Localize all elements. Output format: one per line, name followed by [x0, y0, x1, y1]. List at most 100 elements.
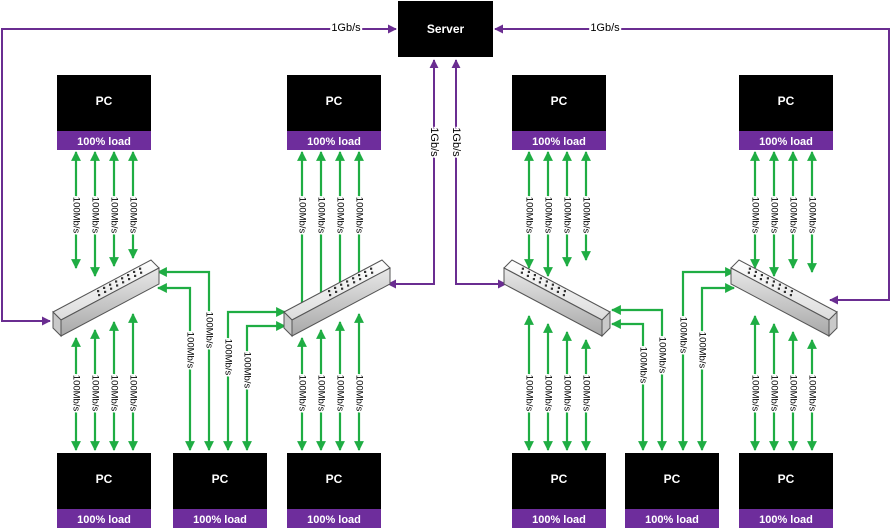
load-bar [173, 509, 267, 528]
pc-link-label: 100Mb/s [542, 197, 553, 234]
network-switch [503, 259, 611, 338]
switch-port [365, 274, 368, 277]
pc-link-label: 100Mb/s [580, 375, 591, 412]
switch-port [104, 290, 107, 293]
pc-link [242, 321, 286, 451]
pc-label: PC [664, 472, 681, 486]
switch-port [532, 278, 535, 281]
switch-port [352, 277, 355, 280]
pc-link-label: 100Mb/s [787, 197, 798, 234]
switch-port [346, 280, 349, 283]
pc-label: PC [212, 472, 229, 486]
pc-link-label: 100Mb/s [127, 375, 138, 412]
pc-link [157, 283, 195, 451]
switch-port [790, 290, 793, 293]
switch-port [340, 283, 343, 286]
pc-box [739, 75, 833, 131]
switch-port [329, 294, 332, 297]
switch-port [784, 286, 787, 289]
server-box [398, 1, 493, 57]
load-label: 100% load [532, 136, 586, 148]
load-bar [739, 509, 833, 528]
pc-box [739, 453, 833, 509]
pc-box [512, 75, 606, 131]
uplink [1, 24, 397, 326]
switch-port [520, 271, 523, 274]
switch-port [115, 280, 118, 283]
pc-label: PC [326, 94, 343, 108]
switch-port [335, 290, 338, 293]
switch-port [771, 284, 774, 287]
link-labels: 100Mb/s 100Mb/s 100Mb/s 100Mb/s 100Mb/s 100Mb… [69, 20, 819, 413]
pc-link-label: 100Mb/s [127, 197, 138, 234]
pc-link [678, 267, 735, 451]
switch-port [109, 283, 112, 286]
pc-link-label: 100Mb/s [561, 375, 572, 412]
switch-port [557, 286, 560, 289]
pc-link-label: 100Mb/s [315, 197, 326, 234]
load-bar [57, 131, 151, 150]
pc-link-label: 100Mb/s [749, 375, 760, 412]
pc-link [611, 305, 667, 451]
switch-port [347, 284, 350, 287]
switch-port [747, 271, 750, 274]
pc-link-label: 100Mb/s [353, 375, 364, 412]
network-switch [730, 259, 838, 338]
switch-port [341, 287, 344, 290]
pc-link-label: 100Mb/s [806, 375, 817, 412]
pc-link-label: 100Mb/s [89, 375, 100, 412]
pc-link-label: 100Mb/s [561, 197, 572, 234]
load-bar [287, 131, 381, 150]
pc-link-label: 100Mb/s [768, 375, 779, 412]
switch-port [134, 274, 137, 277]
pc-node: PC 100% load [173, 453, 267, 528]
switch-port [772, 280, 775, 283]
switch-port [754, 270, 757, 273]
switch-port [562, 294, 565, 297]
pc-label: PC [96, 472, 113, 486]
switch-port [526, 274, 529, 277]
pc-label: PC [96, 94, 113, 108]
load-bar [287, 509, 381, 528]
load-label: 100% load [532, 514, 586, 526]
switch-port [364, 270, 367, 273]
pc-link-label: 100Mb/s [315, 375, 326, 412]
load-label: 100% load [307, 514, 361, 526]
switch-port [140, 271, 143, 274]
load-bar [512, 509, 606, 528]
pc-box [173, 453, 267, 509]
load-bar [739, 131, 833, 150]
server-label: Server [427, 22, 465, 36]
pc-link-label: 100Mb/s [523, 375, 534, 412]
switch-port [748, 267, 751, 270]
pc-box [287, 453, 381, 509]
load-label: 100% load [77, 514, 131, 526]
uplink-label: 1Gb/s [450, 127, 462, 157]
load-label: 100% load [759, 136, 813, 148]
load-label: 100% load [193, 514, 247, 526]
switch-port [765, 281, 768, 284]
switch-port [521, 267, 524, 270]
pc-link-label: 100Mb/s [70, 375, 81, 412]
pc-link-label: 100Mb/s [89, 197, 100, 234]
switch-port [563, 290, 566, 293]
switch-port [783, 290, 786, 293]
switch-side [601, 310, 611, 338]
load-label: 100% load [645, 514, 699, 526]
switch-port [121, 277, 124, 280]
switch-port [556, 290, 559, 293]
uplink-connections [1, 24, 890, 326]
switch-port [122, 281, 125, 284]
pc-box [512, 453, 606, 509]
pc-link-label: 100Mb/s [203, 312, 214, 349]
pc-link-label: 100Mb/s [696, 332, 707, 369]
switch-port [334, 286, 337, 289]
switch-port [538, 281, 541, 284]
switches [52, 259, 838, 338]
switch-port [98, 294, 101, 297]
load-bar [625, 509, 719, 528]
switch-port [127, 274, 130, 277]
